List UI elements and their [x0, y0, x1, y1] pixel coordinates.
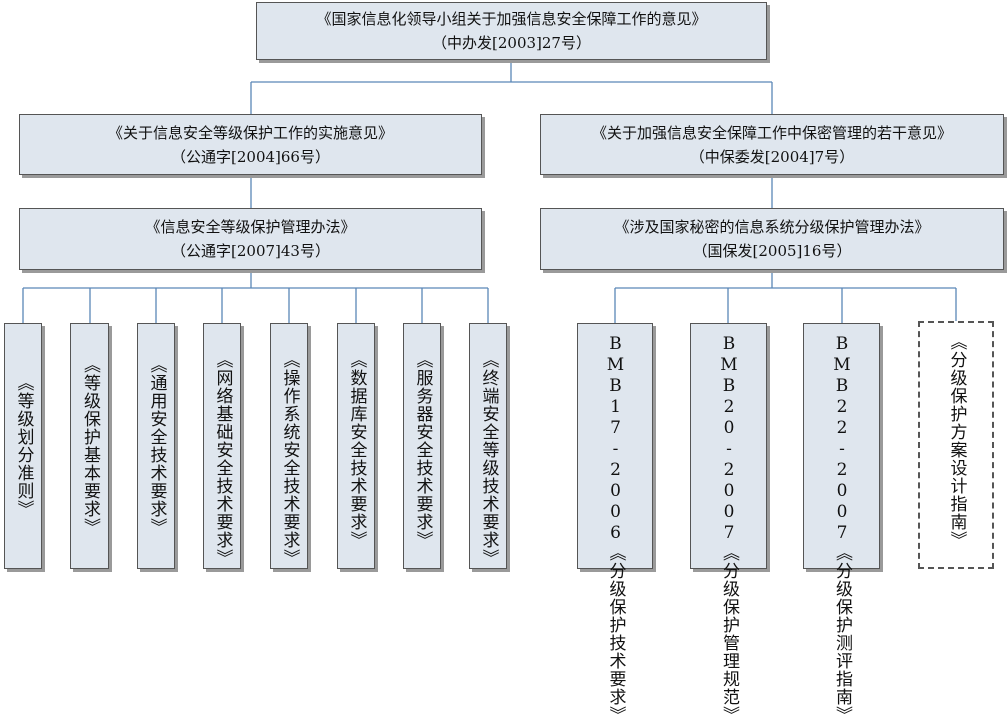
leaf-bmb17-text: BMB17-2006《分级保护技术要求》	[604, 333, 627, 724]
right-low-policy-box: 《涉及国家秘密的信息系统分级保护管理办法》 （国保发[2005]16号）	[540, 208, 1004, 270]
left-low-policy-code: （公通字[2007]43号）	[171, 242, 330, 260]
right-mid-policy-code: （中保委发[2004]7号）	[689, 147, 855, 166]
standard-code: BMB17-2006	[605, 333, 626, 544]
leaf-bmb20-text: BMB20-2007《分级保护管理规范》	[717, 333, 740, 724]
top-policy-box: 《国家信息化领导小组关于加强信息安全保障工作的意见》 （中办发[2003]27号…	[256, 2, 767, 60]
left-low-policy-title: 《信息安全等级保护管理办法》	[145, 218, 356, 236]
leaf-scheme-design-guide: 《分级保护方案设计指南》	[918, 321, 994, 569]
left-mid-policy-code: （公通字[2004]66号）	[171, 147, 330, 166]
leaf-grading-criteria: 《等级划分准则》	[4, 323, 42, 569]
right-low-policy-title: 《涉及国家秘密的信息系统分级保护管理办法》	[614, 218, 930, 236]
leaf-terminal-security-tech: 《终端安全等级技术要求》	[469, 323, 507, 569]
right-mid-policy-title: 《关于加强信息安全保障工作中保密管理的若干意见》	[591, 123, 952, 142]
leaf-database-security-tech: 《数据库安全技术要求》	[337, 323, 375, 569]
leaf-basic-requirements: 《等级保护基本要求》	[70, 323, 109, 569]
top-policy-title: 《国家信息化领导小组关于加强信息安全保障工作的意见》	[316, 10, 707, 28]
leaf-bmb22: BMB22-2007《分级保护测评指南》	[803, 323, 880, 724]
leaf-label: 《数据库安全技术要求》	[346, 351, 367, 549]
top-policy-code: （中办发[2003]27号）	[432, 34, 591, 52]
standard-title: 《分级保护测评指南》	[832, 543, 852, 724]
leaf-label: 《等级划分准则》	[13, 374, 34, 518]
standard-code: BMB22-2007	[832, 333, 852, 544]
leaf-general-security-tech: 《通用安全技术要求》	[137, 323, 175, 569]
leaf-label: 《终端安全等级技术要求》	[478, 351, 499, 567]
left-mid-policy-box: 《关于信息安全等级保护工作的实施意见》 （公通字[2004]66号）	[19, 114, 482, 175]
leaf-label: 《分级保护方案设计指南》	[946, 332, 967, 549]
standard-code: BMB20-2007	[719, 333, 739, 544]
leaf-server-security-tech: 《服务器安全技术要求》	[403, 323, 441, 569]
left-low-policy-box: 《信息安全等级保护管理办法》 （公通字[2007]43号）	[19, 208, 482, 270]
leaf-bmb17: BMB17-2006《分级保护技术要求》	[577, 323, 653, 724]
leaf-label: 《操作系统安全技术要求》	[279, 351, 300, 567]
leaf-bmb22-text: BMB22-2007《分级保护测评指南》	[830, 333, 853, 724]
leaf-label: 《服务器安全技术要求》	[412, 351, 433, 549]
connector-lines	[22, 60, 957, 323]
leaf-label: 《网络基础安全技术要求》	[212, 351, 233, 567]
leaf-network-security-tech: 《网络基础安全技术要求》	[203, 323, 241, 569]
right-mid-policy-box: 《关于加强信息安全保障工作中保密管理的若干意见》 （中保委发[2004]7号）	[540, 114, 1004, 175]
right-low-policy-code: （国保发[2005]16号）	[692, 242, 852, 260]
leaf-label: 《等级保护基本要求》	[80, 356, 100, 536]
leaf-os-security-tech: 《操作系统安全技术要求》	[270, 323, 308, 569]
leaf-bmb20: BMB20-2007《分级保护管理规范》	[690, 323, 767, 724]
standard-title: 《分级保护技术要求》	[605, 543, 626, 724]
leaf-label: 《通用安全技术要求》	[146, 356, 167, 536]
standard-title: 《分级保护管理规范》	[719, 543, 739, 724]
left-mid-policy-title: 《关于信息安全等级保护工作的实施意见》	[107, 123, 393, 142]
